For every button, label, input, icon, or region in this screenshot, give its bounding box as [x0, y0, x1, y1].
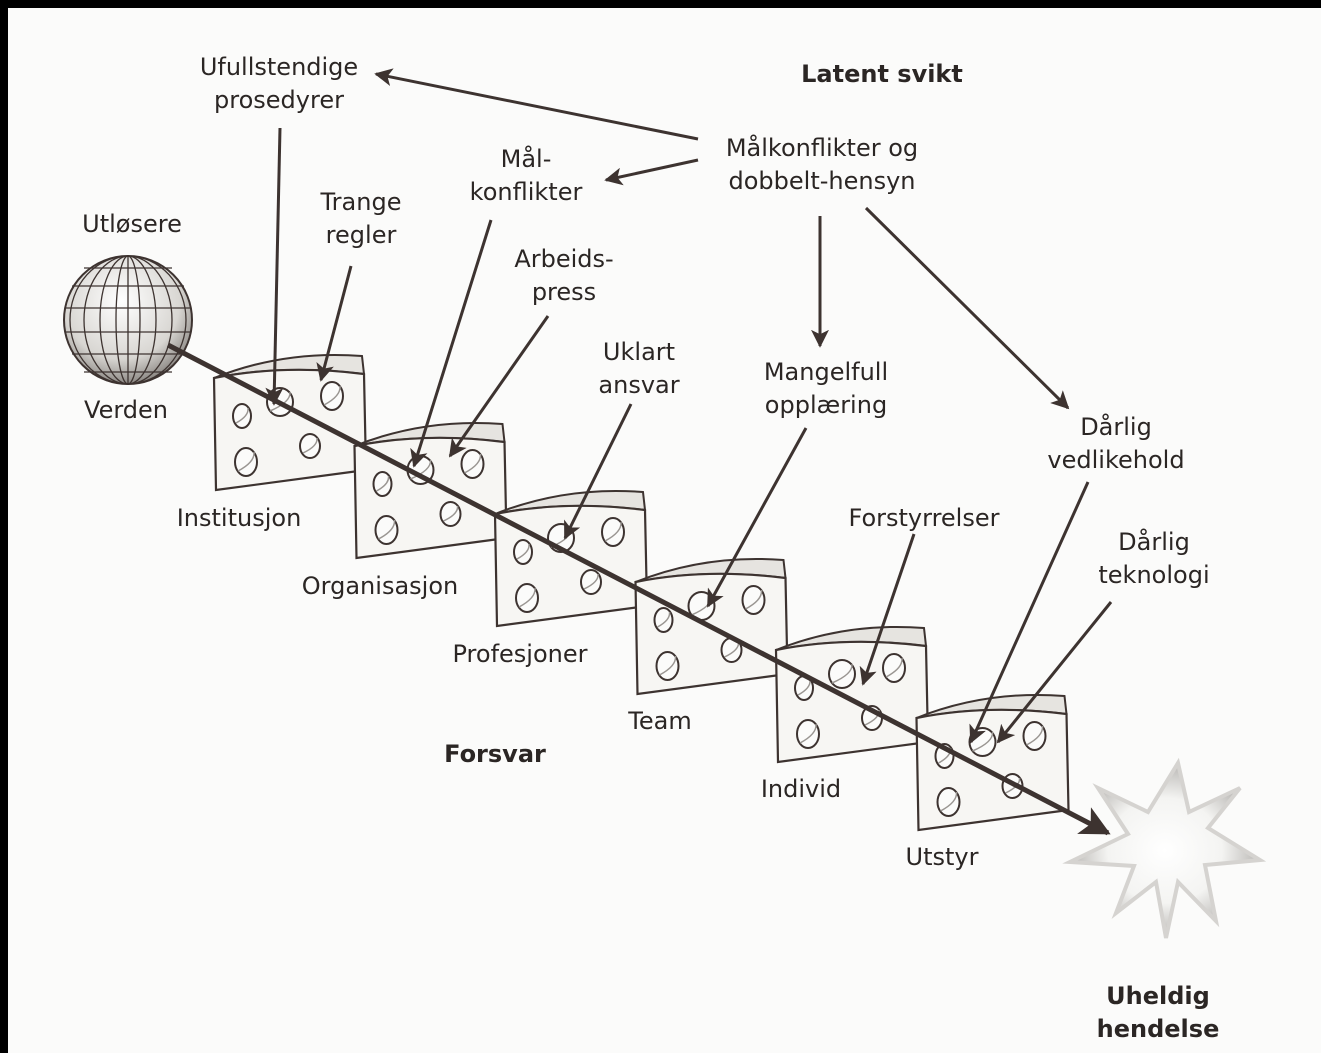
label-world: Verden: [84, 396, 168, 424]
arrow-poor-technology: [996, 601, 1113, 744]
heading-defenses: Forsvar: [444, 740, 546, 768]
arrow-to-incomplete-procedures: [374, 68, 699, 141]
heading-latent-failure: Latent svikt: [801, 60, 963, 88]
cheese-hole: [968, 727, 997, 757]
cheese-slice-institution: [212, 353, 368, 492]
cheese-hole: [580, 569, 602, 595]
label-triggers: Utløsere: [82, 210, 182, 238]
layer-label-professions: Profesjoner: [452, 640, 588, 668]
arrow-to-poor-maintenance: [864, 206, 1070, 410]
arrow-goal-conflicts: [410, 219, 493, 468]
cheese-hole: [232, 403, 252, 429]
layer-label-individual: Individ: [760, 775, 842, 803]
arrow-narrow-rules: [316, 265, 353, 382]
cheese-hole: [653, 607, 674, 633]
arrow-insufficient-training: [706, 427, 808, 608]
arrow-work-pressure: [448, 315, 550, 458]
cheese-slice-organisation: [353, 421, 508, 560]
layer-label-institution: Institusjon: [176, 504, 302, 532]
cheese-hole: [372, 471, 393, 497]
label-disturbances: Forstyrrelser: [848, 504, 1000, 532]
accident-star-icon: [1062, 757, 1267, 939]
label-work-pressure: Arbeids-press: [514, 245, 614, 306]
label-goal-conflicts: Mål-konflikter: [469, 145, 583, 206]
cheese-hole: [513, 539, 533, 565]
page: Latent svikt Forsvar Utløsere Verden Uhe…: [8, 8, 1321, 1053]
arrow-incomplete-procedures: [265, 127, 284, 406]
cheese-hole: [299, 433, 321, 459]
layer-label-team: Team: [628, 707, 692, 735]
swiss-cheese-diagram: [63, 68, 1267, 939]
globe-icon: [63, 255, 193, 385]
cheese-hole: [439, 501, 462, 527]
arrow-disturbances: [859, 533, 916, 686]
cheese-slice-team: [634, 557, 789, 696]
arrow-to-goal-conflicts: [604, 158, 699, 186]
cheese-slice-individual: [774, 625, 930, 764]
arrow-poor-maintenance: [969, 481, 1090, 744]
cheese-hole: [828, 659, 856, 689]
arrow-unclear-responsibility: [563, 403, 633, 540]
layer-label-organisation: Organisasjon: [301, 572, 459, 600]
cheese-slice-equipment: [915, 693, 1070, 832]
accident-trajectory-arrow: [166, 342, 1111, 836]
layer-label-equipment: Utstyr: [905, 843, 979, 871]
cheese-slice-professions: [493, 489, 649, 628]
